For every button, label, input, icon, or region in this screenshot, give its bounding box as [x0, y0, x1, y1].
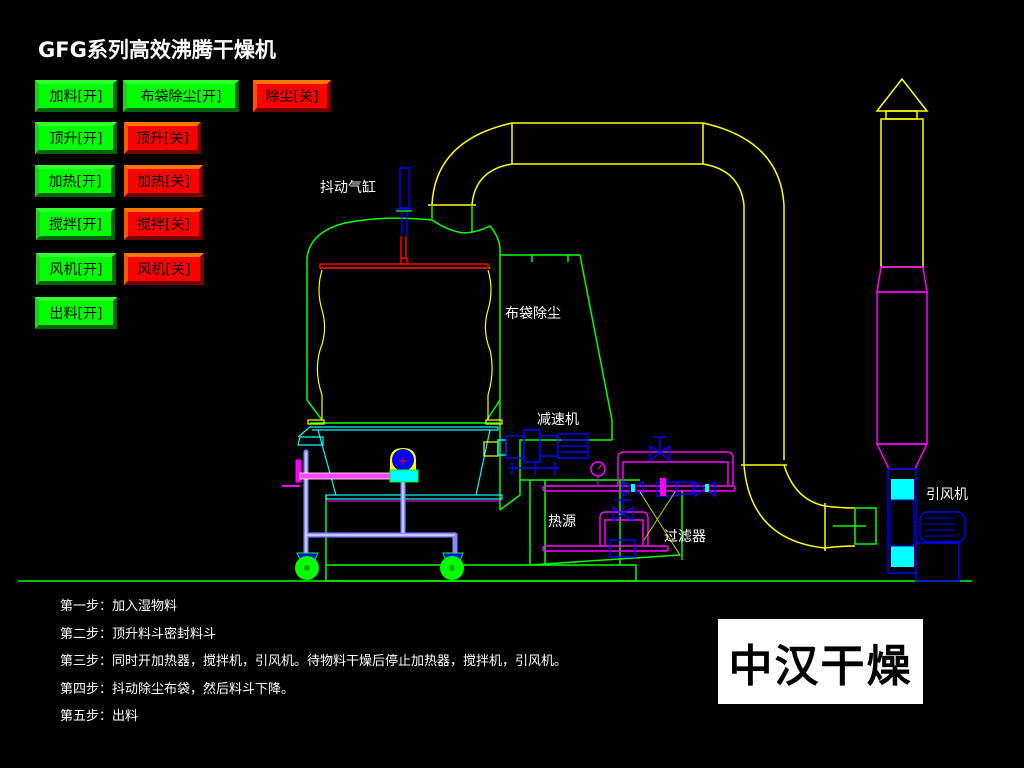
reducer-label: 减速机 — [537, 412, 579, 428]
trolley-wheel — [295, 552, 319, 580]
fan-label: 引风机 — [926, 487, 968, 503]
bag-dust-on-button[interactable]: 布袋除尘[开] — [123, 80, 239, 112]
lift-off-button[interactable]: 顶升[关] — [124, 122, 201, 154]
exhaust-stack — [875, 266, 929, 470]
cylinder-label: 抖动气缸 — [320, 180, 376, 196]
step-5: 第五步：出料 — [60, 709, 139, 724]
page-title: GFG系列高效沸腾干燥机 — [38, 38, 276, 62]
air-duct — [428, 122, 856, 551]
dryer-body — [306, 217, 683, 582]
dust-off-button[interactable]: 除尘[关] — [253, 80, 331, 112]
trolley-wheel — [440, 552, 464, 580]
induced-fan — [887, 468, 966, 582]
feed-on-button[interactable]: 加料[开] — [35, 80, 117, 112]
heat-source-label: 热源 — [548, 514, 576, 530]
filter-lines — [639, 491, 681, 556]
filter-bag — [307, 267, 503, 425]
step-2: 第二步：顶升料斗密封料斗 — [60, 626, 217, 642]
shaker-plate — [319, 236, 489, 269]
brand-logo: 中汉干燥 — [718, 619, 923, 704]
stir-on-button[interactable]: 搅拌[开] — [36, 208, 115, 240]
lift-on-button[interactable]: 顶升[开] — [35, 122, 117, 154]
fan-on-button[interactable]: 风机[开] — [36, 253, 116, 285]
material-hopper — [297, 426, 503, 500]
shaker-cylinder — [396, 167, 412, 235]
step-3: 第三步：同时开加热器，搅拌机，引风机。待物料干燥后停止加热器，搅拌机，引风机。 — [60, 654, 568, 669]
discharge-on-button[interactable]: 出料[开] — [35, 297, 117, 329]
stir-off-button[interactable]: 搅拌[关] — [124, 208, 203, 240]
heat-pipe — [542, 451, 736, 552]
heat-on-button[interactable]: 加热[开] — [35, 165, 115, 197]
fan-off-button[interactable]: 风机[关] — [124, 253, 204, 285]
filter-label: 过滤器 — [664, 529, 706, 545]
exhaust-chimney — [875, 77, 929, 268]
lift-screw — [282, 459, 396, 487]
reducer — [497, 429, 589, 475]
step-4: 第四步：抖动除尘布袋，然后料斗下降。 — [60, 681, 295, 697]
lift-motor — [389, 448, 419, 483]
heat-off-button[interactable]: 加热[关] — [124, 165, 203, 197]
bag-filter-label: 布袋除尘 — [505, 306, 561, 322]
operation-steps: 第一步：加入湿物料 第二步：顶升料斗密封料斗 第三步：同时开加热器，搅拌机，引风… — [60, 598, 567, 736]
step-1: 第一步：加入湿物料 — [60, 599, 178, 614]
